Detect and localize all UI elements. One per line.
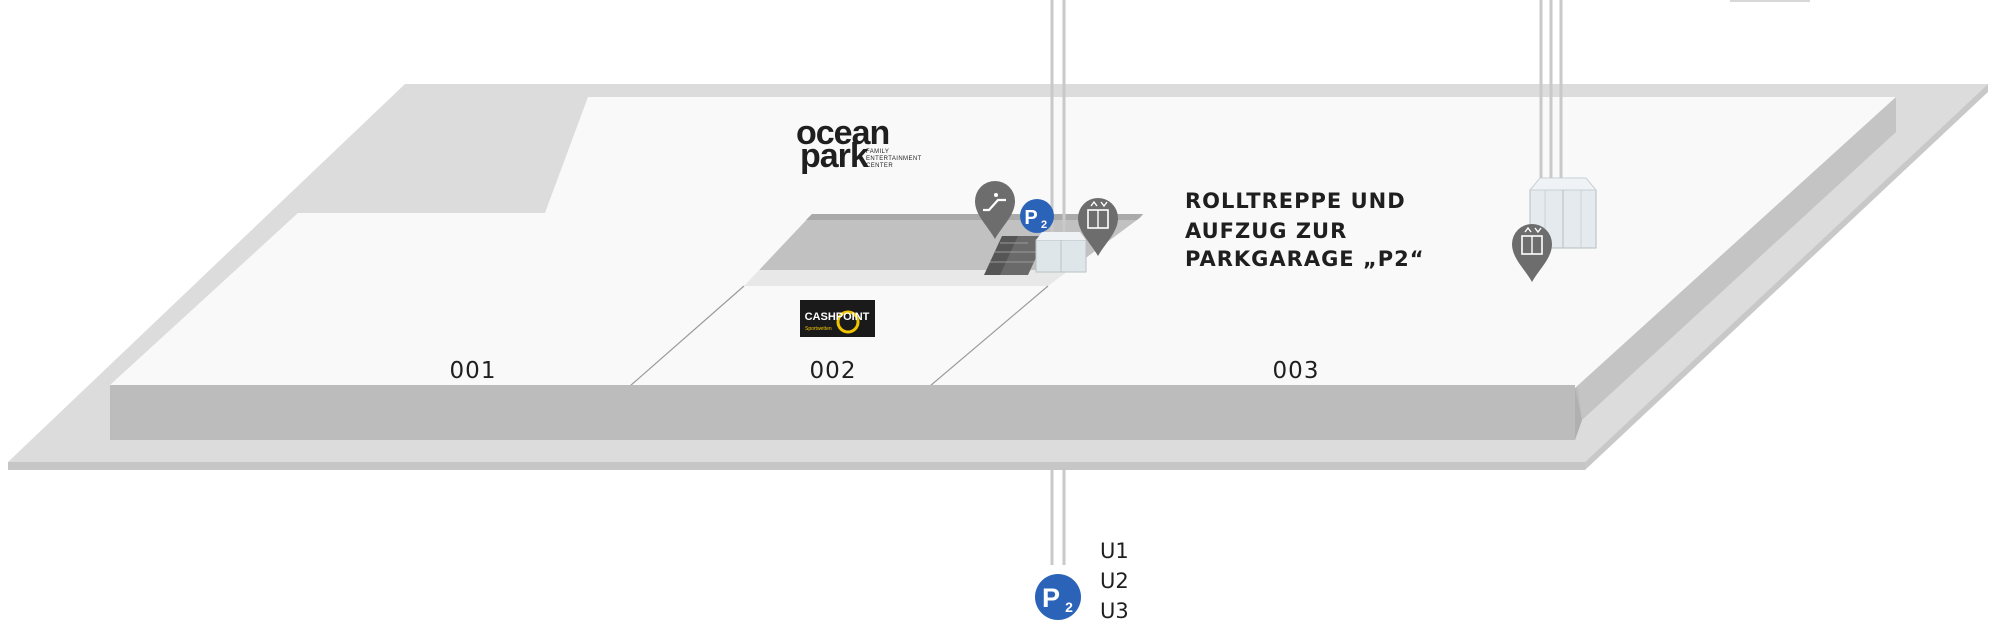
parking-floor-u3[interactable]: U3 bbox=[1100, 599, 1129, 623]
ocean-park-logo: ocean park FAMILY ENTERTAINMENT CENTER bbox=[796, 114, 922, 175]
ocean-park-tag-2: ENTERTAINMENT bbox=[866, 156, 922, 162]
parking-floor-u2[interactable]: U2 bbox=[1100, 569, 1129, 593]
cashpoint-name: CASHPOINT bbox=[805, 311, 870, 323]
parking-badge-bottom-letter: P bbox=[1042, 583, 1060, 613]
parking-badge-bottom-number: 2 bbox=[1065, 599, 1073, 615]
unit-label-002[interactable]: 002 bbox=[810, 358, 857, 384]
parking-badge-icon-bottom[interactable]: P 2 bbox=[1035, 574, 1081, 620]
unit-dividers bbox=[629, 285, 1049, 387]
callout-line-1: ROLLTREPPE UND bbox=[1185, 189, 1406, 213]
right-wall bbox=[1575, 97, 1896, 420]
unit-label-003[interactable]: 003 bbox=[1273, 358, 1320, 384]
parking-badge-letter: P bbox=[1024, 207, 1037, 229]
shaft-lines bbox=[1050, 0, 1563, 565]
callout-line-2: AUFZUG ZUR bbox=[1185, 219, 1347, 243]
parking-floor-u1[interactable]: U1 bbox=[1100, 539, 1129, 563]
escalator-graphic bbox=[984, 236, 1046, 275]
ocean-park-tag-3: CENTER bbox=[866, 163, 893, 169]
elevator-box-center bbox=[1035, 232, 1087, 273]
ocean-park-tag-1: FAMILY bbox=[866, 149, 889, 155]
front-wall bbox=[110, 385, 1582, 440]
parking-badge-number: 2 bbox=[1041, 219, 1047, 231]
cashpoint-sub: Sportwetten bbox=[805, 326, 832, 332]
escalator-elevator-callout: ROLLTREPPE UND AUFZUG ZUR PARKGARAGE „P2… bbox=[1185, 189, 1425, 271]
ocean-park-logo-line2: park bbox=[800, 137, 869, 175]
callout-line-3: PARKGARAGE „P2“ bbox=[1185, 247, 1425, 271]
ocean-park-logo-line1: ocean bbox=[796, 114, 889, 152]
escalator-pin-icon[interactable] bbox=[975, 181, 1015, 239]
unit-label-001[interactable]: 001 bbox=[450, 358, 497, 384]
parking-badge-icon[interactable]: P 2 bbox=[1020, 199, 1054, 233]
cashpoint-logo: CASHPOINT Sportwetten bbox=[800, 300, 875, 337]
elevator-pin-icon[interactable] bbox=[1078, 198, 1118, 256]
elevator-pin-icon-right[interactable] bbox=[1512, 224, 1552, 282]
